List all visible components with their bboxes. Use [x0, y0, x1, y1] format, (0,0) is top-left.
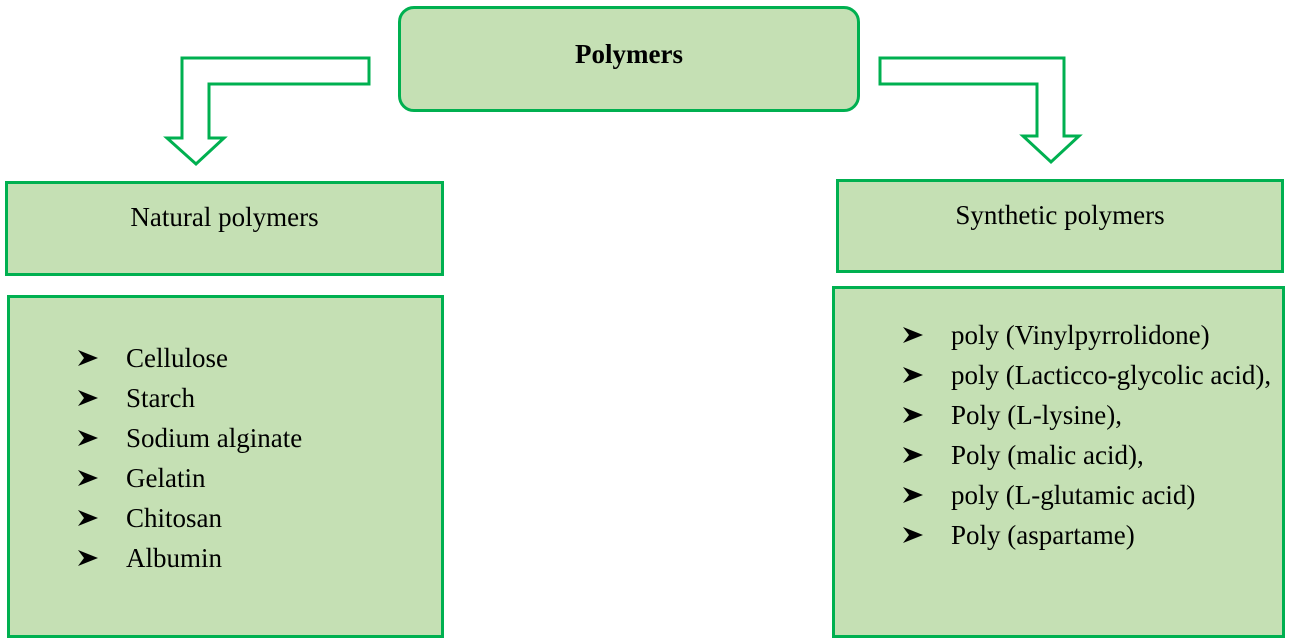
- list-item-label: Poly (malic acid),: [951, 440, 1144, 470]
- natural-polymers-header: Natural polymers: [5, 181, 444, 276]
- list-item-label: Starch: [126, 383, 195, 413]
- left-bent-arrow-icon: [163, 56, 371, 167]
- list-item: Poly (malic acid),: [903, 435, 1273, 475]
- root-title: Polymers: [575, 39, 683, 69]
- arrowhead-bullet-icon: [903, 487, 923, 503]
- arrowhead-bullet-icon: [78, 350, 98, 366]
- list-item-label: Sodium alginate: [126, 423, 303, 453]
- arrowhead-bullet-icon: [903, 407, 923, 423]
- natural-polymers-list-box: Cellulose Starch Sodium alginate Gelatin…: [7, 295, 444, 638]
- arrowhead-bullet-icon: [78, 510, 98, 526]
- arrowhead-bullet-icon: [78, 550, 98, 566]
- arrowhead-bullet-icon: [78, 430, 98, 446]
- list-item-label: Poly (L-lysine),: [951, 400, 1122, 430]
- arrowhead-bullet-icon: [903, 527, 923, 543]
- synthetic-polymers-title: Synthetic polymers: [955, 200, 1165, 230]
- list-item: Chitosan: [78, 498, 302, 538]
- list-item: Albumin: [78, 538, 302, 578]
- list-item: poly (L-glutamic acid): [903, 475, 1273, 515]
- synthetic-polymers-list: poly (Vinylpyrrolidone) poly (Lacticco-g…: [903, 315, 1273, 555]
- list-item: Poly (aspartame): [903, 515, 1273, 555]
- list-item-label: poly (Vinylpyrrolidone): [951, 320, 1210, 350]
- list-item-label: Gelatin: [126, 463, 206, 493]
- list-item: Gelatin: [78, 458, 302, 498]
- list-item-label: Chitosan: [126, 503, 223, 533]
- list-item: Cellulose: [78, 338, 302, 378]
- list-item-label: poly (L-glutamic acid): [951, 480, 1196, 510]
- list-item: poly (Vinylpyrrolidone): [903, 315, 1273, 355]
- natural-polymers-list: Cellulose Starch Sodium alginate Gelatin…: [78, 338, 302, 578]
- list-item: Poly (L-lysine),: [903, 395, 1273, 435]
- right-bent-arrow-icon: [878, 56, 1083, 165]
- list-item: poly (Lacticco-glycolic acid),: [903, 355, 1273, 395]
- list-item-label: Poly (aspartame): [951, 520, 1135, 550]
- synthetic-polymers-list-box: poly (Vinylpyrrolidone) poly (Lacticco-g…: [832, 286, 1285, 638]
- list-item-label: Albumin: [126, 543, 223, 573]
- natural-polymers-title: Natural polymers: [130, 202, 319, 232]
- arrowhead-bullet-icon: [903, 327, 923, 343]
- arrowhead-bullet-icon: [903, 447, 923, 463]
- list-item: Starch: [78, 378, 302, 418]
- synthetic-polymers-header: Synthetic polymers: [836, 179, 1284, 273]
- list-item-label: poly (Lacticco-glycolic acid),: [951, 360, 1272, 390]
- list-item-label: Cellulose: [126, 343, 228, 373]
- list-item: Sodium alginate: [78, 418, 302, 458]
- root-node-polymers: Polymers: [398, 6, 860, 112]
- arrowhead-bullet-icon: [903, 367, 923, 383]
- arrowhead-bullet-icon: [78, 470, 98, 486]
- arrowhead-bullet-icon: [78, 390, 98, 406]
